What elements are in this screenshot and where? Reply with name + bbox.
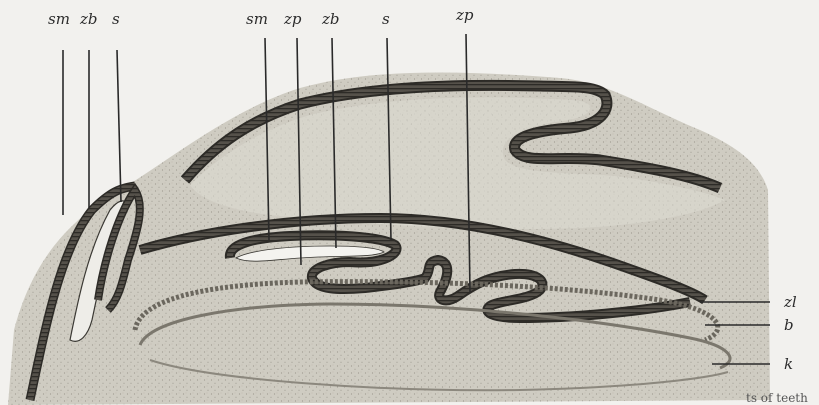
label-zl: zl: [783, 293, 797, 311]
label-zp-mid: zp: [283, 10, 302, 28]
leader-s-left: [117, 50, 121, 202]
label-s-left: s: [112, 10, 120, 28]
label-zb-mid: zb: [321, 10, 340, 28]
label-s-mid: s: [382, 10, 390, 28]
label-k: k: [784, 355, 793, 373]
caption-fragment: ts of teeth: [746, 391, 808, 405]
label-sm-left: sm: [48, 10, 70, 28]
label-zp-right: zp: [455, 6, 474, 24]
label-b: b: [784, 316, 794, 334]
label-zb-left: zb: [79, 10, 98, 28]
label-sm-mid: sm: [246, 10, 268, 28]
